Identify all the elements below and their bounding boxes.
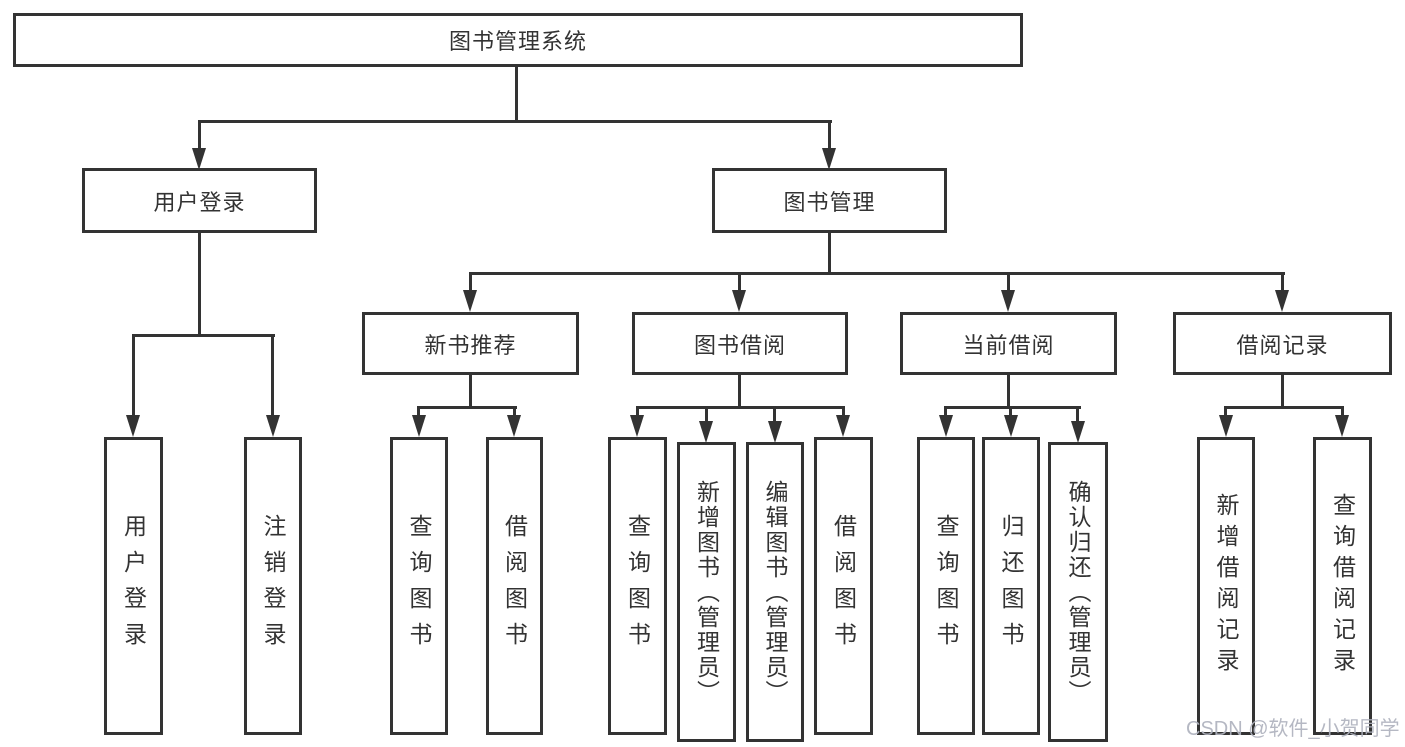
connector-line [417, 406, 517, 409]
connector-line [1009, 406, 1012, 418]
connector-line [513, 406, 516, 418]
connector-line [1281, 375, 1284, 409]
node-borrowing-records: 借阅记录 [1173, 312, 1392, 375]
arrow-down-icon [1004, 415, 1018, 437]
arrow-down-icon [266, 415, 280, 437]
connector-line [417, 406, 420, 418]
leaf-recommend-borrow-books: 借阅图书 [486, 437, 543, 735]
arrow-down-icon [126, 415, 140, 437]
arrow-down-icon [732, 290, 746, 312]
arrow-down-icon [463, 290, 477, 312]
arrow-down-icon [836, 415, 850, 437]
arrow-down-icon [507, 415, 521, 437]
connector-line [828, 120, 831, 156]
leaf-return-books: 归还图书 [982, 437, 1040, 735]
leaf-borrow-query-books: 查询图书 [608, 437, 667, 735]
arrow-down-icon [630, 415, 644, 437]
arrow-down-icon [822, 148, 836, 170]
arrow-down-icon [1219, 415, 1233, 437]
arrow-down-icon [1335, 415, 1349, 437]
leaf-edit-books-admin: 编辑图书（管理员） [746, 442, 804, 742]
node-current-borrowing: 当前借阅 [900, 312, 1117, 375]
arrow-down-icon [1275, 290, 1289, 312]
leaf-add-books-admin: 新增图书（管理员） [677, 442, 736, 742]
connector-line [1076, 406, 1079, 422]
connector-line [469, 272, 472, 294]
connector-line [738, 375, 741, 409]
connector-line [1341, 406, 1344, 418]
connector-line [132, 334, 135, 419]
connector-line [132, 334, 275, 337]
connector-line [1007, 375, 1010, 409]
arrow-down-icon [768, 421, 782, 443]
connector-line [271, 334, 274, 419]
connector-line [738, 272, 741, 294]
connector-line [198, 233, 201, 337]
node-new-book-recommend: 新书推荐 [362, 312, 579, 375]
connector-line [828, 233, 831, 275]
leaf-add-borrow-record: 新增借阅记录 [1197, 437, 1255, 735]
connector-line [515, 67, 518, 123]
arrow-down-icon [1001, 290, 1015, 312]
leaf-confirm-return-admin: 确认归还（管理员） [1048, 442, 1108, 742]
leaf-current-query-books: 查询图书 [917, 437, 975, 735]
arrow-down-icon [1071, 421, 1085, 443]
node-library-management-system: 图书管理系统 [13, 13, 1023, 67]
connector-line [1007, 272, 1010, 294]
connector-line [773, 406, 776, 422]
leaf-recommend-query-books: 查询图书 [390, 437, 448, 735]
node-book-borrowing: 图书借阅 [632, 312, 848, 375]
connector-line [1224, 406, 1344, 409]
connector-line [198, 120, 201, 156]
connector-line [944, 406, 1081, 409]
node-book-management: 图书管理 [712, 168, 947, 233]
connector-line [469, 375, 472, 409]
connector-line [944, 406, 947, 418]
connector-line [705, 406, 708, 422]
arrow-down-icon [412, 415, 426, 437]
csdn-watermark: CSDN @软件_小贺同学 [1186, 718, 1400, 740]
connector-line [842, 406, 845, 418]
arrow-down-icon [699, 421, 713, 443]
leaf-user-login: 用户登录 [104, 437, 163, 735]
arrow-down-icon [939, 415, 953, 437]
connector-line [1281, 272, 1284, 294]
leaf-logout: 注销登录 [244, 437, 302, 735]
leaf-query-borrow-record: 查询借阅记录 [1313, 437, 1372, 735]
connector-line [1224, 406, 1227, 418]
leaf-borrow-borrow-books: 借阅图书 [814, 437, 873, 735]
connector-line [636, 406, 845, 409]
node-user-login: 用户登录 [82, 168, 317, 233]
connector-line [469, 272, 1285, 275]
connector-line [636, 406, 639, 418]
connector-line [198, 120, 832, 123]
arrow-down-icon [192, 148, 206, 170]
